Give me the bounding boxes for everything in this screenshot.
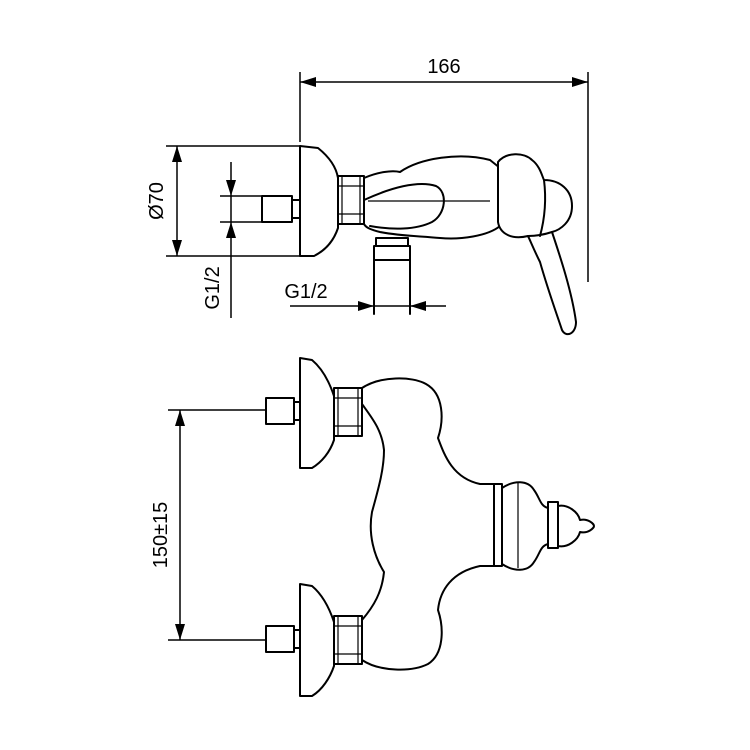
dimension-outlet-thread-label: G1/2: [284, 281, 327, 303]
dimension-body-diameter-label: Ø70: [146, 182, 168, 220]
front-view: 150±15: [150, 357, 595, 697]
dimension-outlet-thread: G1/2: [284, 281, 446, 311]
dimension-body-diameter: Ø70: [146, 145, 300, 257]
hex-nut-lower: [333, 615, 363, 665]
dimension-inlet-thread: G1/2: [202, 162, 262, 318]
dimension-overall-width-label: 166: [427, 56, 460, 78]
wall-flange-upper: [299, 357, 335, 469]
bottom-outlet: [373, 237, 411, 315]
valve-body-front: [361, 377, 501, 671]
wall-flange-lower: [299, 583, 335, 697]
hex-nut-upper: [333, 387, 363, 437]
handle-knob-front: [493, 481, 595, 571]
dimension-inlet-thread-label: G1/2: [202, 266, 224, 309]
dimension-center-distance: 150±15: [150, 409, 266, 641]
dimension-overall-width: 166: [299, 56, 589, 282]
inlet-nipple-upper: [265, 397, 301, 425]
wall-flange: [299, 145, 339, 257]
side-view: 166: [146, 56, 589, 336]
hex-nut-side: [337, 175, 365, 225]
dimension-center-distance-label: 150±15: [150, 502, 172, 569]
inlet-nipple-side: [261, 195, 301, 223]
valve-body-side: [363, 155, 501, 240]
inlet-nipple-lower: [265, 625, 301, 653]
handle-side: [497, 153, 577, 336]
